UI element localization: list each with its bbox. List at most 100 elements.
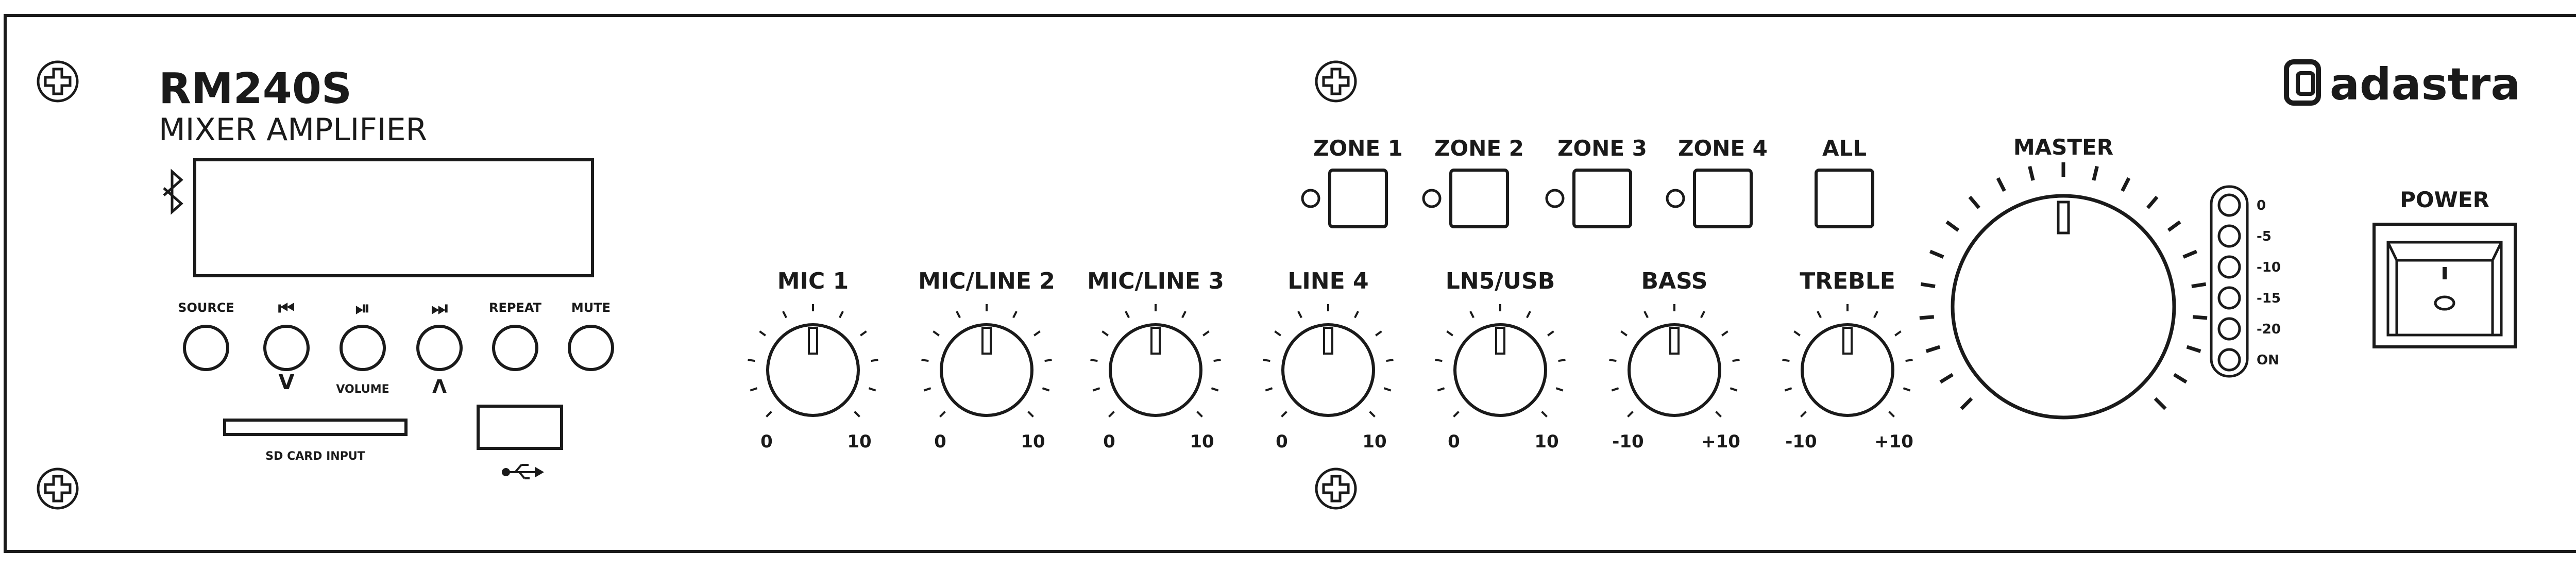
logo-mark-inner bbox=[2296, 71, 2315, 96]
knob-scale-tick bbox=[1092, 387, 1100, 392]
source-button[interactable] bbox=[183, 325, 229, 371]
knob-pointer bbox=[1323, 327, 1333, 355]
knob-scale-tick bbox=[1526, 311, 1531, 319]
knob-scale-tick bbox=[1873, 311, 1878, 319]
repeat-button[interactable] bbox=[492, 325, 538, 371]
knob-scale-tick bbox=[1033, 330, 1041, 337]
meter-level-label: -10 bbox=[2257, 260, 2281, 275]
power-switch[interactable] bbox=[2386, 241, 2503, 337]
zone-button[interactable] bbox=[1815, 169, 1874, 228]
channel-knob-group: BASS-10+10 bbox=[1609, 268, 1740, 452]
zone-button[interactable] bbox=[1693, 169, 1753, 228]
power-off-mark bbox=[2434, 295, 2455, 311]
previous-track-button[interactable] bbox=[263, 325, 310, 371]
meter-level-label: -15 bbox=[2257, 291, 2281, 306]
sd-card-label: SD CARD INPUT bbox=[265, 450, 365, 463]
knob-max-label: 10 bbox=[1021, 431, 1045, 452]
knob[interactable] bbox=[1453, 323, 1547, 417]
knob-label: BASS bbox=[1641, 268, 1708, 294]
play-pause-button[interactable] bbox=[340, 325, 386, 371]
knob[interactable] bbox=[1109, 323, 1202, 417]
knob-label: MIC 1 bbox=[777, 268, 849, 294]
meter-led bbox=[2217, 286, 2241, 310]
next-track-button[interactable] bbox=[416, 325, 463, 371]
knob-scale-tick bbox=[1903, 387, 1911, 392]
master-scale-tick bbox=[1920, 282, 1936, 289]
mute-button[interactable] bbox=[568, 325, 614, 371]
master-scale-tick bbox=[2028, 165, 2035, 181]
knob[interactable] bbox=[1281, 323, 1375, 417]
knob-scale-tick bbox=[939, 411, 946, 417]
knob-scale-tick bbox=[1609, 359, 1617, 362]
knob-scale-tick bbox=[1274, 330, 1281, 337]
volume-up-label: Λ bbox=[432, 376, 447, 397]
knob[interactable] bbox=[940, 323, 1033, 417]
master-scale-tick bbox=[1939, 373, 1954, 384]
knob-scale-tick bbox=[1541, 411, 1548, 417]
knob-scale-tick bbox=[1732, 359, 1740, 362]
master-scale-tick bbox=[1996, 177, 2006, 192]
knob-scale-tick bbox=[1611, 387, 1619, 392]
knob-scale-tick bbox=[854, 411, 860, 417]
master-scale-tick bbox=[1919, 315, 1935, 320]
zone-selector: ZONE 2 bbox=[1422, 136, 1524, 228]
usb-port[interactable] bbox=[477, 405, 563, 450]
knob-scale-tick bbox=[860, 330, 867, 337]
knob-label: TREBLE bbox=[1800, 268, 1895, 294]
screw-icon bbox=[1315, 60, 1357, 103]
zone-label: ZONE 1 bbox=[1313, 136, 1403, 161]
panel-frame bbox=[4, 14, 2576, 553]
knob-scale-tick bbox=[1090, 359, 1098, 362]
master-knob[interactable] bbox=[1951, 194, 2176, 420]
knob-scale-tick bbox=[1730, 387, 1738, 392]
knob-scale-tick bbox=[1211, 387, 1219, 392]
logo-mark-outer bbox=[2284, 59, 2321, 106]
master-scale-tick bbox=[2192, 315, 2208, 320]
knob-scale-tick bbox=[1125, 311, 1130, 319]
knob-scale-tick bbox=[1453, 411, 1460, 417]
zone-label: ZONE 3 bbox=[1557, 136, 1647, 161]
knob-scale-tick bbox=[1555, 387, 1564, 392]
knob-scale-tick bbox=[1800, 411, 1807, 417]
brand-name: adastra bbox=[2330, 59, 2520, 110]
bluetooth-icon bbox=[163, 169, 183, 215]
master-scale-tick bbox=[1929, 249, 1944, 259]
power-rocker[interactable] bbox=[2386, 241, 2503, 337]
zone-button[interactable] bbox=[1449, 169, 1509, 228]
knob-scale-tick bbox=[1042, 387, 1050, 392]
knob-scale-tick bbox=[1547, 330, 1554, 337]
meter-led bbox=[2217, 224, 2241, 248]
knob-min-label: -10 bbox=[1785, 431, 1817, 452]
knob-scale-tick bbox=[1437, 387, 1445, 392]
master-scale-tick bbox=[2191, 282, 2207, 289]
knob-min-label: 0 bbox=[934, 431, 946, 452]
knob-scale-tick bbox=[1700, 311, 1705, 319]
media-button-label: SOURCE bbox=[178, 300, 234, 315]
knob-scale-tick bbox=[1435, 359, 1443, 362]
knob[interactable] bbox=[766, 323, 860, 417]
knob-scale-tick bbox=[1027, 411, 1034, 417]
zone-button[interactable] bbox=[1572, 169, 1632, 228]
model-name: RM240S bbox=[159, 64, 352, 113]
zone-selector: ALL bbox=[1815, 136, 1874, 228]
knob[interactable] bbox=[1628, 323, 1721, 417]
sd-card-slot[interactable] bbox=[223, 419, 408, 436]
meter-housing bbox=[2210, 185, 2249, 378]
zone-button[interactable] bbox=[1328, 169, 1388, 228]
knob-scale-tick bbox=[1108, 411, 1115, 417]
knob-min-label: 0 bbox=[1276, 431, 1288, 452]
knob[interactable] bbox=[1801, 323, 1894, 417]
master-scale-tick bbox=[2167, 220, 2181, 232]
knob-scale-tick bbox=[1202, 330, 1210, 337]
knob-scale-tick bbox=[1369, 411, 1376, 417]
knob-scale-tick bbox=[1101, 330, 1109, 337]
knob-scale-tick bbox=[750, 387, 758, 392]
knob-scale-tick bbox=[1213, 359, 1221, 362]
master-scale-tick bbox=[2092, 165, 2099, 181]
master-scale-tick bbox=[1925, 345, 1941, 353]
meter-level-label: -20 bbox=[2257, 322, 2281, 337]
